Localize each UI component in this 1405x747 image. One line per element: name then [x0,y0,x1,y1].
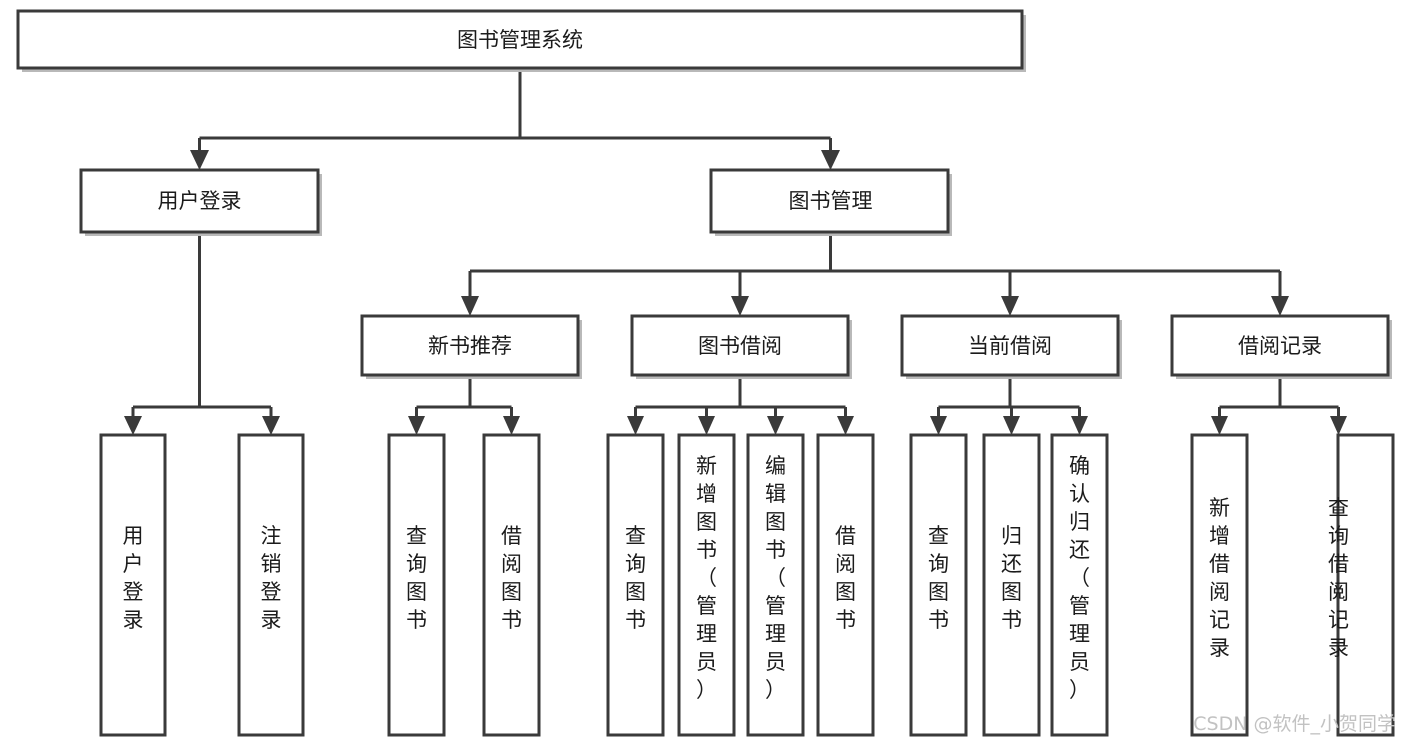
node-borrow[interactable]: 图书借阅 [630,314,852,379]
node-root[interactable]: 图书管理系统 [16,9,1026,72]
arrowhead-leaf-10 [1003,416,1020,435]
node-leaf-13-rect [1336,433,1395,737]
arrowhead-leaf-4 [503,416,520,435]
node-leaf-6-label: 新增图书（管理员） [696,454,717,702]
node-leaf-9-label: 查询图书 [928,524,949,632]
node-leaf-8[interactable]: 借阅图书 [816,433,875,737]
node-record[interactable]: 借阅记录 [1170,314,1392,379]
arrowhead-bookmgmt [821,150,840,170]
node-bookmgmt[interactable]: 图书管理 [709,168,952,236]
arrowhead-leaf-5 [627,416,644,435]
node-leaf-6-rect [677,433,736,737]
node-leaf-5[interactable]: 查询图书 [606,433,665,737]
arrowhead-record [1271,296,1289,316]
node-login-label: 用户登录 [158,189,242,213]
connector-layer [124,68,1347,435]
arrowhead-leaf-12 [1211,416,1228,435]
node-leaf-1-rect [99,433,167,737]
node-leaf-4-label: 借阅图书 [501,524,522,632]
arrowhead-leaf-7 [767,416,784,435]
node-leaf-10-rect [982,433,1041,737]
arrowhead-leaf-13 [1330,416,1347,435]
node-leaf-12[interactable]: 新增借阅记录 [1190,433,1249,737]
node-current-label: 当前借阅 [968,334,1052,358]
node-root-label: 图书管理系统 [457,28,583,52]
node-current[interactable]: 当前借阅 [900,314,1122,379]
node-leaf-12-label: 新增借阅记录 [1209,496,1230,660]
node-leaf-10[interactable]: 归还图书 [982,433,1041,737]
node-leaf-8-label: 借阅图书 [835,524,856,632]
node-leaf-13-label: 查询借阅记录 [1328,496,1349,660]
node-leaf-1[interactable]: 用户登录 [99,433,167,737]
node-newbook[interactable]: 新书推荐 [360,314,582,379]
arrowhead-newbook [461,296,479,316]
arrowhead-borrow [731,296,749,316]
node-leaf-3-rect [387,433,446,737]
node-leaf-6[interactable]: 新增图书（管理员） [677,433,736,737]
node-leaf-3[interactable]: 查询图书 [387,433,446,737]
node-leaf-5-rect [606,433,665,737]
node-leaf-11-label: 确认归还（管理员） [1069,454,1090,702]
node-leaf-10-label: 归还图书 [1001,524,1022,632]
node-leaf-7[interactable]: 编辑图书（管理员） [746,433,805,737]
node-borrow-rect [630,314,850,377]
node-leaf-3-label: 查询图书 [406,524,427,632]
node-newbook-rect [360,314,580,377]
node-leaf-2-label: 注销登录 [261,524,282,632]
node-record-label: 借阅记录 [1238,334,1322,358]
node-leaf-8-rect [816,433,875,737]
arrowhead-leaf-3 [408,416,425,435]
node-leaf-7-label: 编辑图书（管理员） [765,454,786,702]
node-leaf-7-rect [746,433,805,737]
node-borrow-label: 图书借阅 [698,334,782,358]
node-login[interactable]: 用户登录 [79,168,322,236]
arrowhead-current [1001,296,1019,316]
arrowhead-leaf-1 [124,416,142,435]
node-leaf-2-rect [237,433,305,737]
node-leaf-11[interactable]: 确认归还（管理员） [1050,433,1109,737]
node-leaf-5-label: 查询图书 [625,524,646,632]
node-leaf-11-rect [1050,433,1109,737]
node-login-rect [79,168,320,234]
arrowhead-leaf-11 [1071,416,1088,435]
node-layer: 图书管理系统 用户登录 图书管理 新书推荐 [16,9,1395,737]
node-record-rect [1170,314,1390,377]
arrowhead-leaf-9 [930,416,947,435]
node-leaf-9-rect [909,433,968,737]
arrowhead-leaf-2 [262,416,280,435]
node-bookmgmt-label: 图书管理 [789,189,873,213]
arrowhead-leaf-6 [698,416,715,435]
arrowhead-leaf-8 [837,416,854,435]
node-current-rect [900,314,1120,377]
arrowhead-login [190,150,209,170]
node-leaf-4[interactable]: 借阅图书 [482,433,541,737]
node-leaf-4-rect [482,433,541,737]
node-newbook-label: 新书推荐 [428,334,512,358]
node-bookmgmt-rect [709,168,950,234]
node-root-rect [16,9,1024,70]
node-leaf-2[interactable]: 注销登录 [237,433,305,737]
node-leaf-13[interactable]: 查询借阅记录 [1328,433,1395,737]
node-leaf-12-rect [1190,433,1249,737]
node-leaf-9[interactable]: 查询图书 [909,433,968,737]
node-leaf-1-label: 用户登录 [123,524,144,632]
csdn-watermark: CSDN @软件_小贺同学 [1193,713,1396,735]
